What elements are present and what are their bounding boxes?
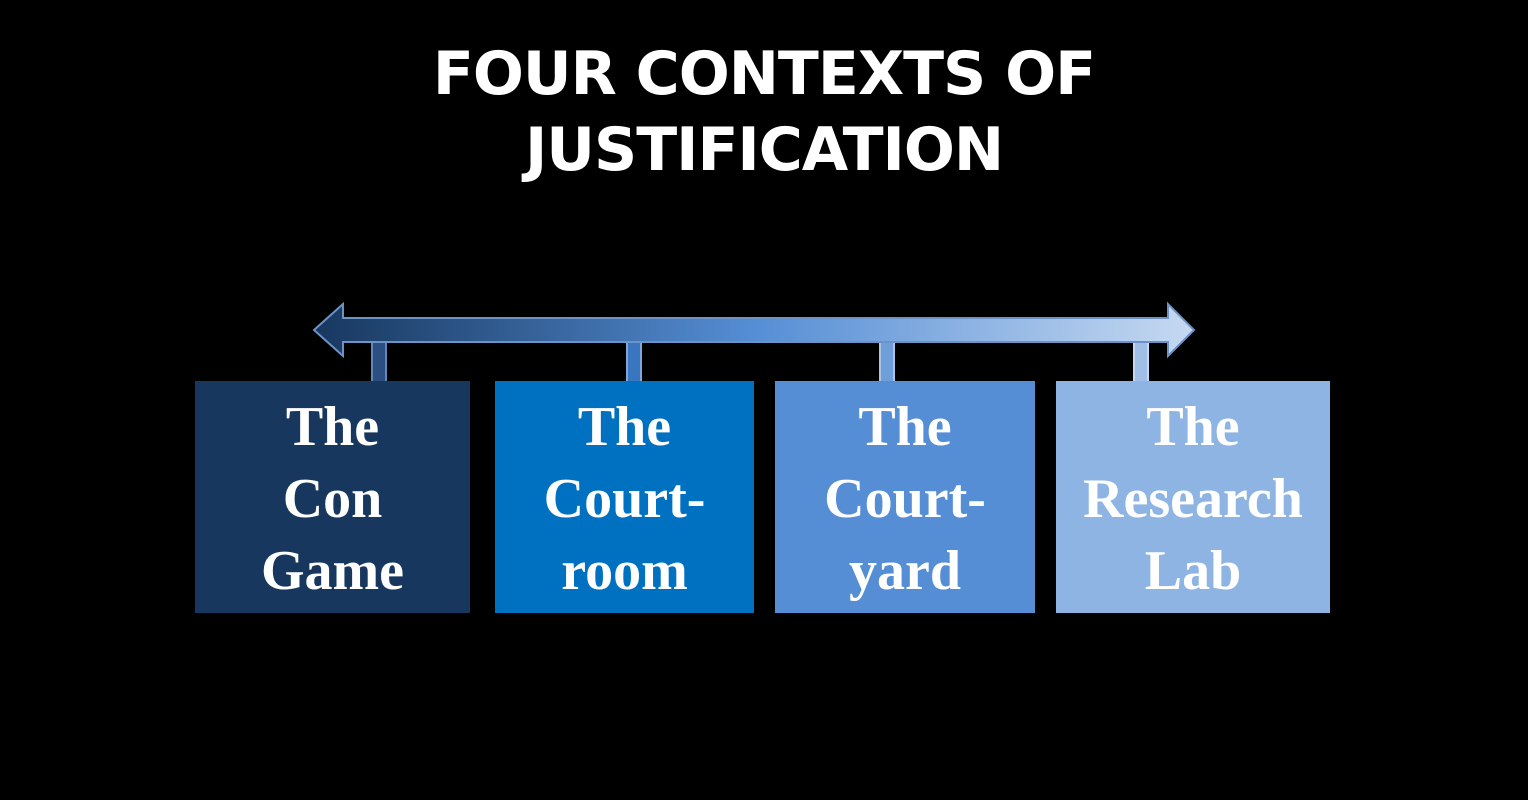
box-line: The xyxy=(577,396,672,458)
double-arrow-shape xyxy=(312,301,1196,359)
box-line: Game xyxy=(260,540,405,602)
box-line: The xyxy=(285,396,380,458)
connector-stem xyxy=(371,339,387,383)
box-line: The xyxy=(1146,396,1240,458)
title-line-1: FOUR CONTEXTS OF xyxy=(432,39,1096,109)
box-line: Court- xyxy=(543,468,706,530)
box-line: Court- xyxy=(824,468,986,530)
box-line: yard xyxy=(849,540,961,602)
box-line: Research xyxy=(1083,468,1303,530)
connector-stem xyxy=(626,339,642,383)
context-box-research-lab: The Research Lab xyxy=(1056,381,1330,613)
slide-title: FOUR CONTEXTS OF JUSTIFICATION xyxy=(0,36,1528,188)
context-box-courtyard: The Court- yard xyxy=(775,381,1035,613)
title-line-2: JUSTIFICATION xyxy=(524,115,1004,185)
box-line: Con xyxy=(282,468,383,530)
box-line: room xyxy=(561,540,688,602)
connector-stem xyxy=(1133,339,1149,383)
box-line: Lab xyxy=(1144,540,1242,602)
connector-stem xyxy=(879,339,895,383)
context-box-con-game: The Con Game xyxy=(195,381,470,613)
box-line: The xyxy=(858,396,952,458)
context-box-courtroom: The Court- room xyxy=(495,381,754,613)
